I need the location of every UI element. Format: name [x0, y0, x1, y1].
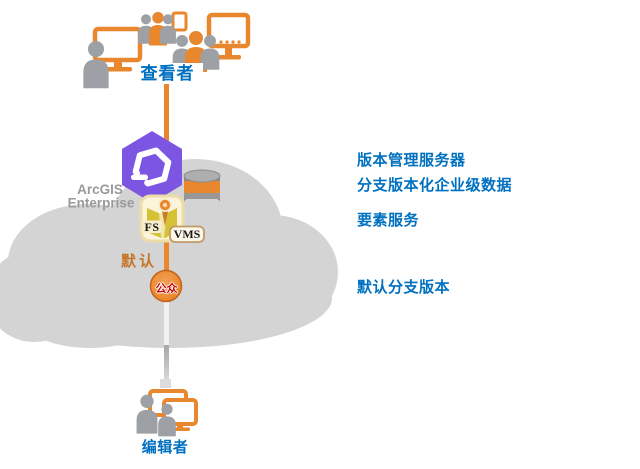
- fs-badge-bg: [141, 220, 162, 233]
- public-version-node: [149, 269, 183, 303]
- connection-line-end: [160, 379, 171, 388]
- vms-badge: VMS: [173, 227, 201, 241]
- default-version-label: 默认: [121, 253, 158, 270]
- geodatabase-icon: [183, 169, 221, 202]
- version-server-hexagon-icon: [122, 131, 182, 203]
- connection-line-default: [164, 240, 169, 272]
- platform-name-line1: ArcGIS: [77, 182, 123, 197]
- connection-line-public-light: [164, 301, 169, 345]
- cloud-shape: [0, 159, 338, 348]
- connection-line-editors: [164, 345, 169, 388]
- hexagon-glyph: [132, 147, 172, 187]
- tablet-icon: [171, 11, 188, 32]
- platform-name-line2: Enterprise: [68, 196, 135, 211]
- connection-line-viewers: [164, 84, 169, 141]
- annotation-version-server: 版本管理服务器: [357, 152, 466, 169]
- annotation-feature-service: 要素服务: [357, 212, 420, 229]
- viewers-label: 查看者: [132, 63, 203, 84]
- feature-service-icon: [139, 194, 185, 243]
- annotation-branch-data: 分支版本化企业级数据: [357, 177, 513, 194]
- editor-cluster: [136, 389, 198, 437]
- map-pin-icon: [158, 198, 172, 226]
- public-version-label: 公众: [155, 283, 178, 295]
- monitor-icon: [206, 12, 251, 60]
- annotation-default-branch: 默认分支版本: [357, 279, 451, 296]
- fs-badge: FS: [144, 220, 160, 234]
- vms-badge-bg: [169, 225, 205, 243]
- viewer-cluster: [83, 11, 251, 89]
- arcgis-enterprise-label: ArcGIS Enterprise: [68, 182, 135, 211]
- editors-label: 编辑者: [141, 439, 189, 456]
